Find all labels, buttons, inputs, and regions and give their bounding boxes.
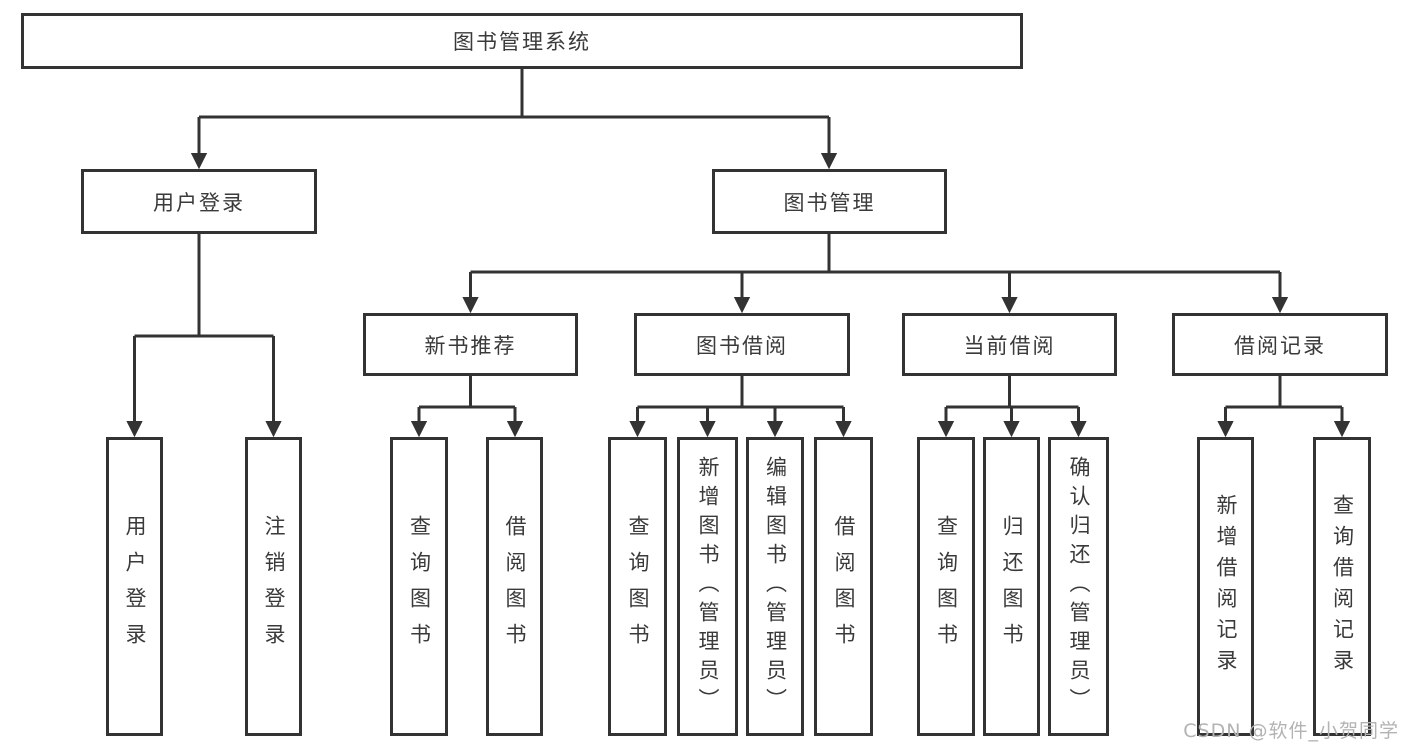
node-root-system: 图书管理系统 [21,13,1023,69]
leaf-query-book-recommend: 查询图书 [390,437,448,736]
leaf-add-book-admin: 新增图书（管理员） [677,437,738,736]
leaf-user-login-label: 用户登录 [123,514,147,659]
leaf-add-borrow-record: 新增借阅记录 [1197,437,1254,736]
node-root-label: 图书管理系统 [453,30,591,54]
leaf-query-book-recommend-label: 查询图书 [407,514,432,659]
node-borrow-records-label: 借阅记录 [1234,333,1326,358]
leaf-return-book: 归还图书 [983,437,1040,736]
leaf-edit-book-admin-label: 编辑图书（管理员） [763,456,788,717]
node-borrow-records: 借阅记录 [1172,313,1388,376]
node-user-login-label: 用户登录 [153,190,245,215]
leaf-query-book-borrow-label: 查询图书 [626,514,650,659]
leaf-query-borrow-record: 查询借阅记录 [1313,437,1371,736]
node-current-borrow-label: 当前借阅 [963,333,1056,358]
leaf-return-book-label: 归还图书 [1000,514,1024,659]
leaf-query-book-current-label: 查询图书 [934,514,959,659]
node-book-management-label: 图书管理 [783,190,876,215]
node-book-management: 图书管理 [712,169,947,234]
leaf-logout-label: 注销登录 [262,514,286,659]
node-book-borrow-label: 图书借阅 [696,333,788,358]
csdn-watermark: CSDN @软件_小贺同学 [1183,720,1399,742]
leaf-borrow-book: 借阅图书 [814,437,873,736]
node-user-login: 用户登录 [81,169,317,234]
leaf-borrow-book-recommend-label: 借阅图书 [503,514,527,659]
leaf-query-book-current: 查询图书 [917,437,975,736]
leaf-confirm-return-admin: 确认归还（管理员） [1048,437,1109,736]
leaf-logout: 注销登录 [245,437,302,736]
leaf-add-borrow-record-label: 新增借阅记录 [1214,493,1238,680]
leaf-query-borrow-record-label: 查询借阅记录 [1330,493,1355,680]
leaf-borrow-book-label: 借阅图书 [832,514,856,659]
node-book-borrow: 图书借阅 [634,313,850,376]
node-new-book-recommend-label: 新书推荐 [424,333,517,358]
leaf-query-book-borrow: 查询图书 [608,437,667,736]
leaf-add-book-admin-label: 新增图书（管理员） [696,456,720,717]
node-current-borrow: 当前借阅 [902,313,1117,376]
leaf-borrow-book-recommend: 借阅图书 [486,437,543,736]
leaf-edit-book-admin: 编辑图书（管理员） [746,437,804,736]
node-new-book-recommend: 新书推荐 [363,313,578,376]
leaf-confirm-return-admin-label: 确认归还（管理员） [1067,456,1091,717]
leaf-user-login: 用户登录 [106,437,163,736]
